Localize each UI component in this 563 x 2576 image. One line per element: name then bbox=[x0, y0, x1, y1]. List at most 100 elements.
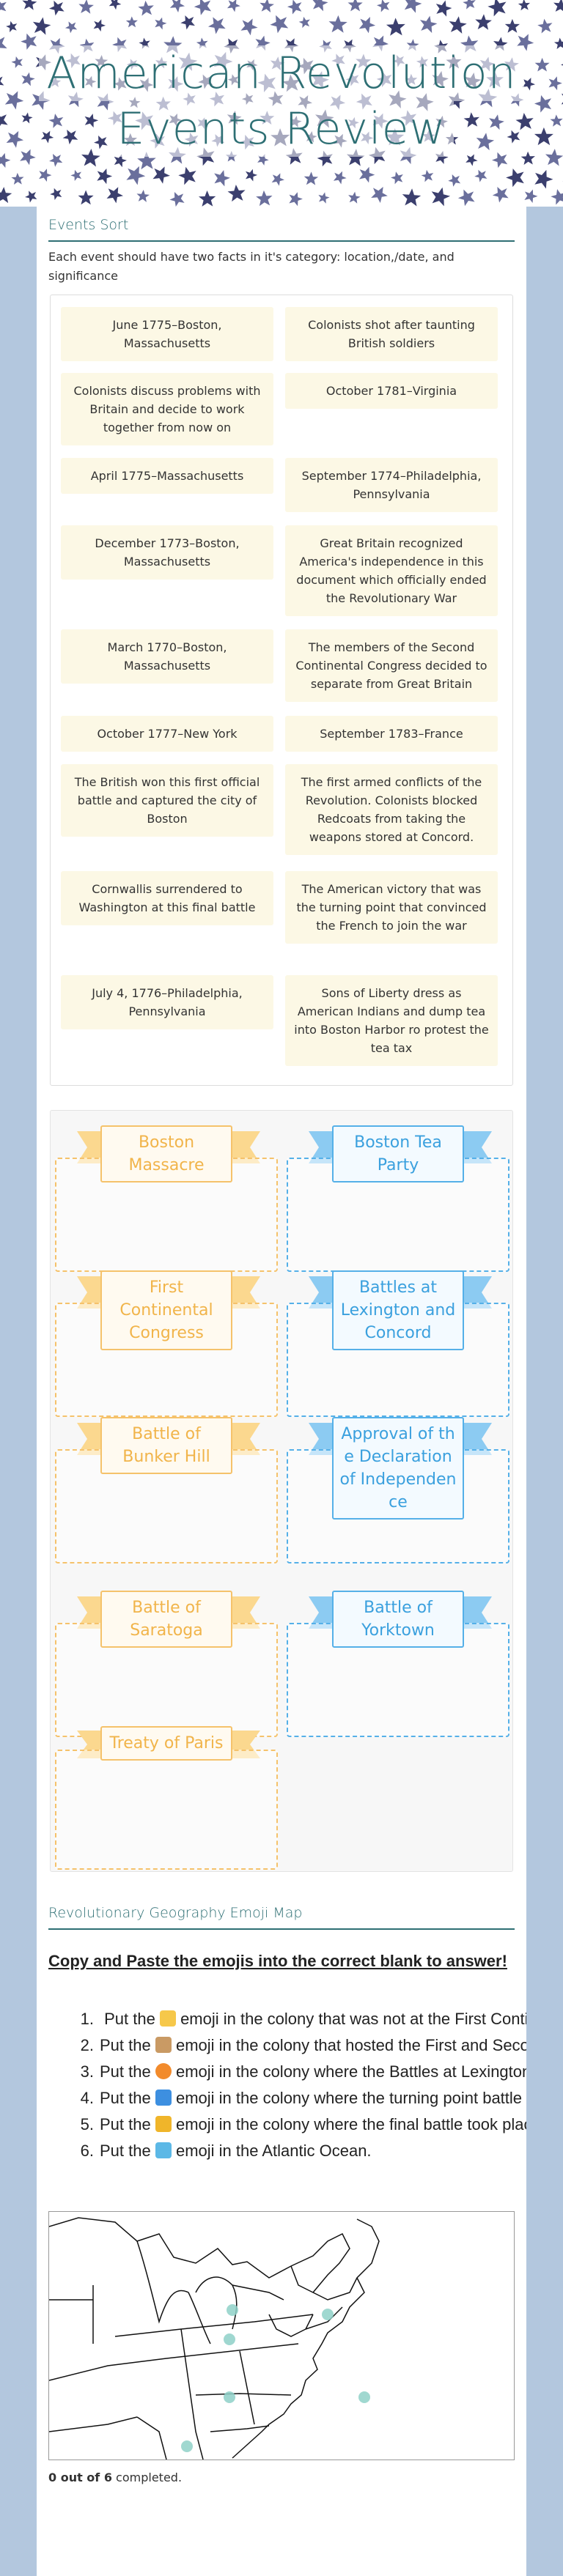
title-line-2: Events Review bbox=[109, 101, 454, 157]
star-icon bbox=[255, 190, 273, 207]
bucket-boston-tea-party[interactable]: Boston Tea Party bbox=[287, 1125, 514, 1272]
star-icon bbox=[455, 186, 478, 207]
ribbon-icon bbox=[309, 1276, 492, 1309]
event-card[interactable]: The American victory that was the turnin… bbox=[285, 871, 498, 944]
star-icon bbox=[31, 15, 52, 36]
star-icon bbox=[428, 185, 452, 207]
map-marker[interactable] bbox=[227, 2304, 238, 2316]
bucket-label: First Continental Congress bbox=[100, 1270, 232, 1350]
arrows-cycle-emoji-icon bbox=[155, 2090, 172, 2106]
bucket-bunker-hill[interactable]: Battle of Bunker Hill bbox=[55, 1417, 282, 1578]
star-icon bbox=[198, 190, 216, 207]
explosion-emoji-icon bbox=[155, 2063, 172, 2079]
scroll-emoji-icon bbox=[155, 2037, 172, 2053]
category-buckets: Boston Massacre Boston Tea Party First C… bbox=[50, 1110, 513, 1872]
event-card[interactable]: March 1770–Boston, Massachusetts bbox=[61, 629, 273, 684]
bucket-saratoga[interactable]: Battle of Saratoga bbox=[55, 1591, 282, 1737]
star-icon bbox=[549, 187, 563, 206]
header-banner: American Revolution Events Review bbox=[0, 0, 563, 207]
star-icon bbox=[103, 183, 126, 205]
ribbon-icon bbox=[309, 1131, 492, 1163]
event-card[interactable]: September 1774–Philadelphia, Pennsylvani… bbox=[285, 458, 498, 512]
event-card[interactable]: Colonists shot after taunting British so… bbox=[285, 307, 498, 361]
item-text: emoji in the colony where the final batt… bbox=[171, 2115, 526, 2133]
ribbon-icon bbox=[77, 1276, 260, 1309]
event-card[interactable]: Cornwallis surrendered to Washington at … bbox=[61, 871, 273, 925]
bucket-declaration[interactable]: Approval of the Declaration of Independe… bbox=[287, 1417, 514, 1578]
ribbon-icon bbox=[309, 1596, 492, 1629]
card-pool: June 1775–Boston, Massachusetts Colonist… bbox=[50, 295, 513, 1086]
star-icon bbox=[4, 19, 19, 33]
map-marker[interactable] bbox=[224, 2391, 235, 2403]
star-icon bbox=[401, 0, 424, 14]
map-marker[interactable] bbox=[322, 2309, 334, 2320]
item-number: 3. bbox=[80, 2062, 94, 2081]
star-icon bbox=[446, 171, 463, 188]
item-number: 6. bbox=[80, 2142, 94, 2160]
star-icon bbox=[243, 167, 259, 182]
event-card[interactable]: The members of the Second Continental Co… bbox=[285, 629, 498, 702]
star-icon bbox=[287, 190, 304, 207]
star-icon bbox=[91, 17, 108, 33]
star-icon bbox=[267, 11, 292, 35]
bucket-label: Boston Tea Party bbox=[332, 1125, 464, 1182]
event-card[interactable]: July 4, 1776–Philadelphia, Pennsylvania bbox=[61, 975, 273, 1029]
star-icon bbox=[167, 0, 188, 14]
events-sort-heading: Events Sort bbox=[48, 217, 515, 242]
star-icon bbox=[152, 15, 169, 31]
bucket-label: Battles at Lexington and Concord bbox=[332, 1270, 464, 1350]
event-card[interactable]: April 1775–Massachusetts bbox=[61, 458, 273, 494]
star-icon bbox=[531, 166, 556, 190]
map-markers bbox=[181, 2304, 370, 2452]
worksheet: Events Sort Each event should have two f… bbox=[37, 207, 526, 2576]
map-marker[interactable] bbox=[358, 2391, 370, 2403]
star-icon bbox=[177, 164, 199, 186]
list-item: 5. Put the emoji in the colony where the … bbox=[48, 2111, 526, 2138]
emoji-map-heading: Revolutionary Geography Emoji Map bbox=[48, 1905, 515, 1930]
event-card[interactable]: The British won this first official batt… bbox=[61, 764, 273, 837]
bucket-lexington-concord[interactable]: Battles at Lexington and Concord bbox=[287, 1270, 514, 1417]
event-card[interactable]: September 1783–France bbox=[285, 716, 498, 752]
progress-count: 0 out of 6 bbox=[48, 2470, 112, 2484]
event-card[interactable]: Great Britain recognized America's indep… bbox=[285, 525, 498, 616]
star-icon bbox=[552, 0, 563, 13]
bucket-boston-massacre[interactable]: Boston Massacre bbox=[55, 1125, 282, 1272]
event-card[interactable]: Sons of Liberty dress as American Indian… bbox=[285, 975, 498, 1066]
item-number: 2. bbox=[80, 2036, 94, 2054]
item-text: Put the bbox=[100, 2115, 155, 2133]
bucket-first-continental-congress[interactable]: First Continental Congress bbox=[55, 1270, 282, 1417]
event-card[interactable]: October 1777–New York bbox=[61, 716, 273, 752]
event-card[interactable]: October 1781–Virginia bbox=[285, 373, 498, 409]
item-text: emoji in the colony that hosted the Firs… bbox=[175, 2036, 526, 2054]
star-icon bbox=[137, 0, 155, 16]
star-icon bbox=[21, 0, 37, 11]
bucket-yorktown[interactable]: Battle of Yorktown bbox=[287, 1591, 514, 1737]
bucket-treaty-of-paris[interactable]: Treaty of Paris bbox=[55, 1726, 282, 1873]
item-text: Put the bbox=[100, 2142, 155, 2160]
events-sort-instructions: Each event should have two facts in it's… bbox=[48, 250, 455, 283]
title-line-1: American Revolution bbox=[39, 45, 524, 101]
emoji-instructions-list: 1. Put the emoji in the colony that was … bbox=[48, 2006, 526, 2164]
event-card[interactable]: December 1773–Boston, Massachusetts bbox=[61, 525, 273, 580]
progress-suffix: completed. bbox=[111, 2470, 183, 2484]
star-icon bbox=[317, 190, 331, 204]
event-card[interactable]: June 1775–Boston, Massachusetts bbox=[61, 307, 273, 361]
map-marker[interactable] bbox=[224, 2333, 235, 2345]
star-icon bbox=[504, 165, 528, 188]
star-icon bbox=[462, 0, 477, 10]
bucket-label: Battle of Yorktown bbox=[332, 1591, 464, 1648]
star-icon bbox=[0, 186, 12, 204]
item-text: Put the bbox=[100, 2062, 155, 2081]
star-icon bbox=[447, 15, 468, 34]
star-icon bbox=[433, 0, 454, 18]
bucket-label: Approval of the Declaration of Independe… bbox=[332, 1417, 464, 1520]
event-card[interactable]: Colonists discuss problems with Britain … bbox=[61, 373, 273, 445]
bucket-drop-zone[interactable] bbox=[55, 1750, 278, 1870]
star-icon bbox=[269, 170, 287, 187]
star-icon bbox=[125, 16, 139, 28]
event-card[interactable]: The first armed conflicts of the Revolut… bbox=[285, 764, 498, 855]
list-item: 4.Put the emoji in the colony where the … bbox=[48, 2085, 526, 2111]
star-icon bbox=[356, 13, 378, 34]
item-number: 5. bbox=[80, 2115, 94, 2133]
map-marker[interactable] bbox=[181, 2440, 193, 2452]
